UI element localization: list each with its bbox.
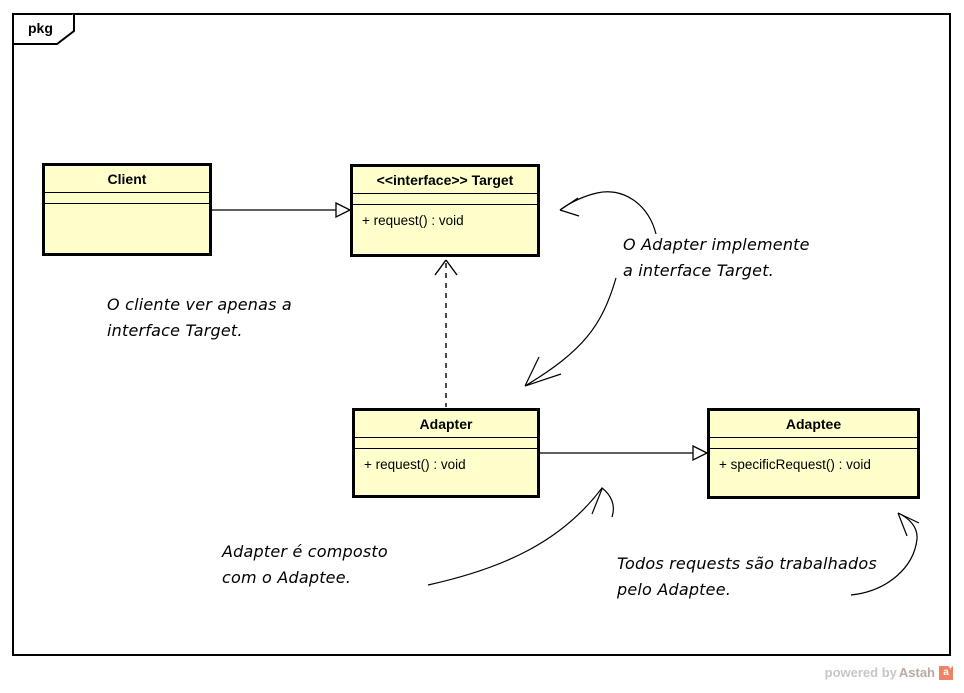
hand-arrow-to-realization-head — [524, 356, 562, 387]
note-adapter-line2: a interface Target. — [623, 261, 774, 280]
astah-logo-icon: a ✦ — [939, 664, 953, 680]
hand-arrow-to-adaptee-head — [897, 512, 920, 537]
pkg-tab — [13, 14, 75, 45]
note-requests: Todos requests são trabalhados pelo Adap… — [617, 551, 877, 603]
class-adaptee: Adaptee + specificRequest() : void — [707, 408, 920, 499]
note-client: O cliente ver apenas a interface Target. — [107, 292, 292, 344]
hand-arrow-to-realization — [524, 277, 617, 387]
hand-arrow-to-adaptee — [850, 512, 918, 596]
hand-arrow-to-association-head — [591, 488, 603, 515]
note-compose: Adapter é composto com o Adaptee. — [222, 539, 388, 591]
note-compose-line1: Adapter é composto — [222, 542, 388, 561]
class-target-title: <<interface>> Target — [353, 167, 537, 194]
watermark-brand: Astah — [898, 665, 935, 680]
class-client-attributes — [45, 193, 209, 204]
class-adaptee-title: Adaptee — [710, 411, 917, 438]
edge-adapter-adaptee-arrowhead — [692, 444, 709, 462]
class-target: <<interface>> Target + request() : void — [350, 164, 540, 257]
class-adaptee-attributes — [710, 438, 917, 449]
class-client-operations — [45, 204, 209, 212]
note-adapter-line1: O Adapter implemente — [623, 235, 810, 254]
class-adapter-title: Adapter — [355, 411, 537, 438]
hand-arrow-to-target — [559, 191, 657, 235]
hand-arrow-to-target-head — [559, 197, 580, 217]
note-requests-line2: pelo Adaptee. — [617, 580, 732, 599]
note-client-line1: O cliente ver apenas a — [107, 295, 292, 314]
watermark: powered by Astah a ✦ — [825, 665, 953, 680]
diagram-frame — [12, 13, 951, 656]
astah-logo-star-icon: ✦ — [947, 664, 953, 671]
class-target-operations: + request() : void — [362, 213, 464, 228]
hand-arrow-to-association — [427, 487, 614, 586]
class-target-attributes — [353, 194, 537, 205]
class-adaptee-operations: + specificRequest() : void — [719, 457, 871, 472]
astah-logo-letter: a — [943, 666, 949, 678]
class-adapter: Adapter + request() : void — [352, 408, 540, 498]
note-adapter: O Adapter implemente a interface Target. — [623, 232, 810, 284]
note-client-line2: interface Target. — [107, 321, 243, 340]
edge-adapter-target-arrowhead — [434, 259, 458, 276]
note-compose-line2: com o Adaptee. — [222, 568, 352, 587]
pkg-tab-label: pkg — [28, 20, 53, 36]
class-adapter-operations: + request() : void — [364, 457, 466, 472]
watermark-prefix: powered by — [824, 665, 897, 680]
class-client: Client — [42, 163, 212, 256]
edge-client-target-arrowhead — [335, 201, 352, 219]
note-requests-line1: Todos requests são trabalhados — [617, 554, 877, 573]
class-client-title: Client — [45, 166, 209, 193]
class-adapter-attributes — [355, 438, 537, 449]
